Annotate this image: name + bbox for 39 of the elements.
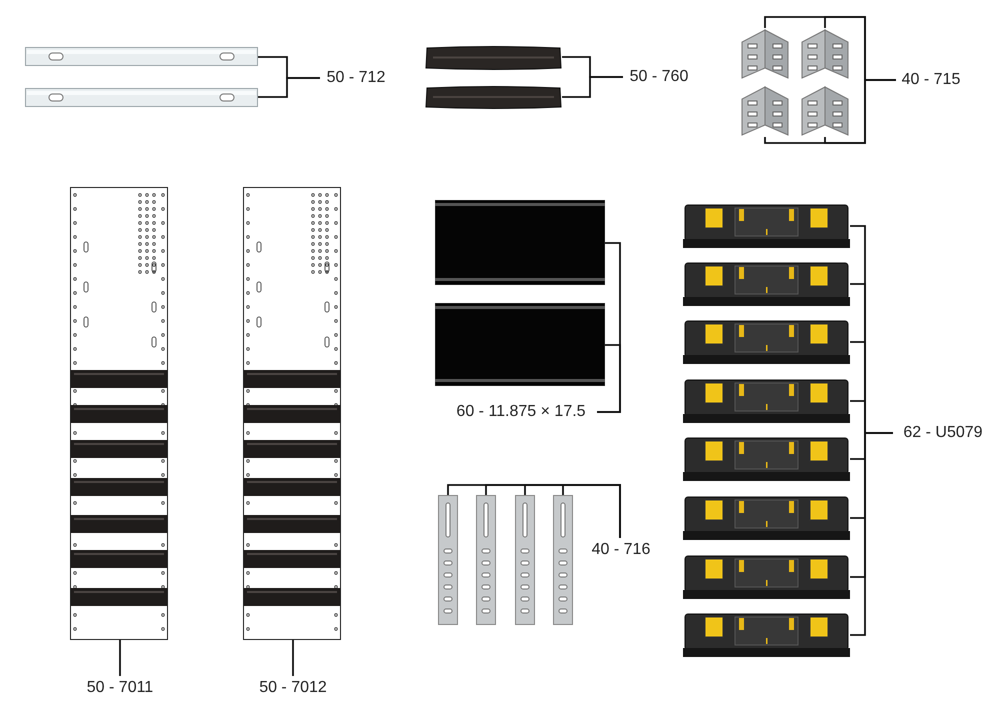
bracket-drawing [740, 85, 790, 137]
case-drawing [683, 378, 850, 424]
case-drawing [683, 203, 850, 249]
leader-line [562, 484, 621, 538]
case-drawing [683, 495, 850, 541]
upright-drawing [515, 495, 535, 625]
case-drawing [683, 554, 850, 600]
panel-drawing [435, 200, 605, 285]
panel-drawing [435, 303, 605, 386]
case-drawing [683, 261, 850, 307]
rail-drawing [25, 88, 258, 107]
panel-drawing [243, 187, 341, 640]
leader-line [119, 640, 121, 676]
upright-drawing [438, 495, 458, 625]
leader-line [258, 77, 320, 98]
part-number: 40 - 716 [586, 538, 656, 562]
upright-drawing [553, 495, 573, 625]
rail-drawing [425, 85, 562, 109]
part-number: 50 - 760 [623, 65, 695, 89]
case-drawing [683, 436, 850, 482]
case-drawing [683, 612, 850, 658]
upright-drawing [476, 495, 496, 625]
part-number: 50 - 7011 [78, 676, 162, 700]
panel-drawing [70, 187, 168, 640]
rail-drawing [425, 45, 562, 70]
case-drawing [683, 319, 850, 365]
bracket-drawing [740, 28, 790, 80]
leader-line [292, 640, 294, 676]
part-number: 50 - 7012 [251, 676, 335, 700]
part-number: 50 - 712 [320, 66, 392, 90]
bracket-drawing [800, 28, 850, 80]
part-number: 60 - 11.875 × 17.5 [445, 400, 597, 424]
leader-line [562, 76, 623, 98]
leader-line [597, 344, 621, 413]
leader-line [850, 432, 893, 636]
rail-drawing [25, 47, 258, 66]
part-number: 62 - U5079 [893, 421, 993, 445]
bracket-drawing [800, 85, 850, 137]
part-number: 40 - 715 [896, 68, 966, 92]
